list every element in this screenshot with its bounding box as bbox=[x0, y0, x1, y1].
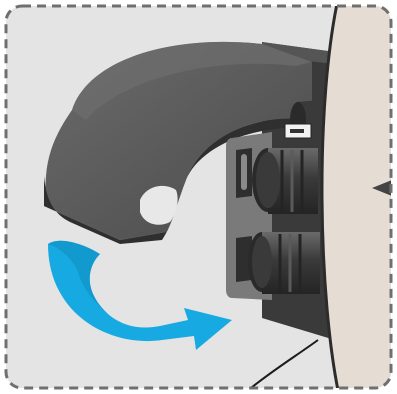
label-icon bbox=[285, 124, 311, 138]
wall bbox=[322, 0, 397, 394]
lower-connector bbox=[248, 232, 320, 294]
